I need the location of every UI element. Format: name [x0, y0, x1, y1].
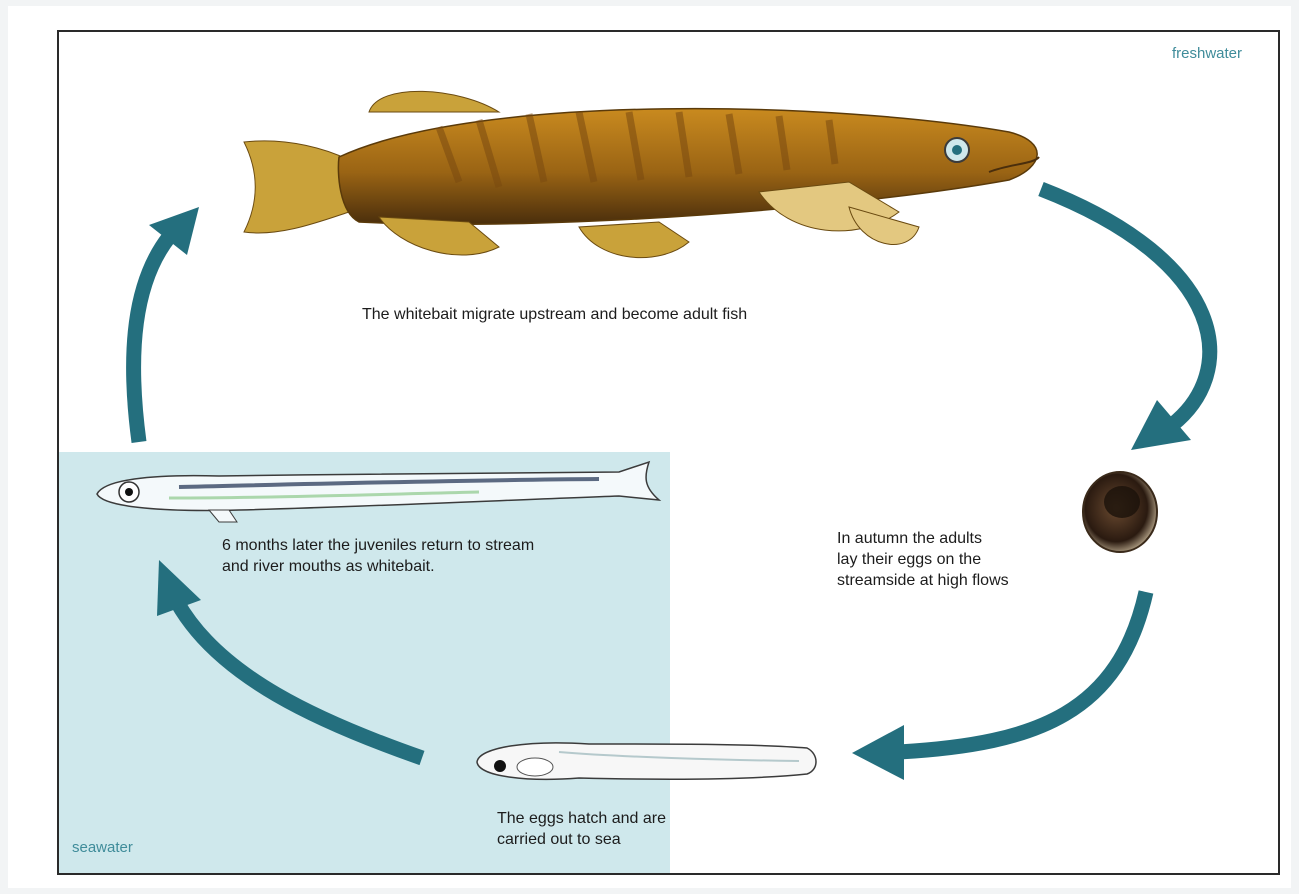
- adult-fish-illustration: [244, 91, 1039, 257]
- arrow-hatch-to-juvenile: [157, 560, 422, 758]
- egg-illustration: [1083, 472, 1157, 552]
- caption-egg-stage: In autumn the adults lay their eggs on t…: [837, 528, 1009, 591]
- caption-hatch-stage: The eggs hatch and are carried out to se…: [497, 808, 666, 850]
- caption-juvenile-stage: 6 months later the juveniles return to s…: [222, 535, 534, 577]
- arrow-juvenile-to-adult: [134, 207, 199, 442]
- lifecycle-diagram: freshwater seawater: [57, 30, 1280, 875]
- arrow-eggs-to-hatch: [852, 592, 1146, 780]
- diagram-artwork: [59, 32, 1280, 875]
- whitebait-illustration: [97, 462, 659, 522]
- larva-illustration: [477, 743, 816, 779]
- page-background: freshwater seawater: [8, 6, 1291, 888]
- caption-adult-stage: The whitebait migrate upstream and becom…: [362, 304, 747, 325]
- arrow-adult-to-eggs: [1041, 189, 1210, 450]
